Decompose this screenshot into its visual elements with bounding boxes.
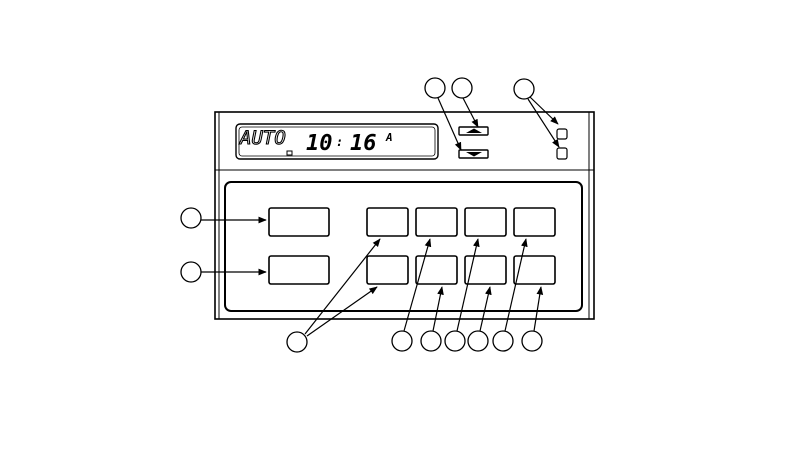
callout-circle [287, 332, 307, 352]
callout-circle [445, 331, 465, 351]
leader-line [528, 99, 559, 147]
keypad-panel [225, 182, 582, 311]
leader-line [433, 287, 442, 331]
leader-line [534, 287, 541, 331]
key-2[interactable] [416, 208, 457, 236]
leader-line [480, 287, 490, 331]
triangle-down-icon [466, 152, 482, 157]
lcd-mode-text: AUTO [239, 127, 286, 149]
indicator-light-lower [557, 148, 567, 159]
lcd-hour-text: 10 [306, 131, 333, 156]
leader-line [505, 239, 526, 331]
triangle-up-icon [466, 129, 482, 134]
large-key-bottom[interactable] [269, 256, 329, 284]
key-6[interactable] [416, 256, 457, 284]
key-3[interactable] [465, 208, 506, 236]
callout-circle [425, 78, 445, 98]
lcd-ampm-text: A [385, 131, 393, 144]
callout-circle [392, 331, 412, 351]
callout-circle [522, 331, 542, 351]
key-4[interactable] [514, 208, 555, 236]
lcd-separator-text: : [336, 135, 343, 149]
down-button[interactable] [459, 150, 488, 158]
lcd-indicator-dot [287, 151, 292, 155]
key-5[interactable] [367, 256, 408, 284]
large-key-top[interactable] [269, 208, 329, 236]
leader-line [404, 239, 430, 331]
lcd-display: AUTO 10 : 16 A [236, 124, 438, 159]
leader-line [438, 98, 461, 150]
callout-circle [493, 331, 513, 351]
key-1[interactable] [367, 208, 408, 236]
callout-circle [514, 79, 534, 99]
indicator-light-upper [557, 129, 567, 139]
key-8[interactable] [514, 256, 555, 284]
leader-line [530, 97, 558, 124]
lcd-minute-text: 16 [350, 131, 377, 156]
leader-line [457, 239, 478, 331]
callout-circle [468, 331, 488, 351]
callout-circle [181, 208, 201, 228]
callout-circle [181, 262, 201, 282]
callout-circle [452, 78, 472, 98]
callout-circle [421, 331, 441, 351]
up-button[interactable] [459, 127, 488, 135]
